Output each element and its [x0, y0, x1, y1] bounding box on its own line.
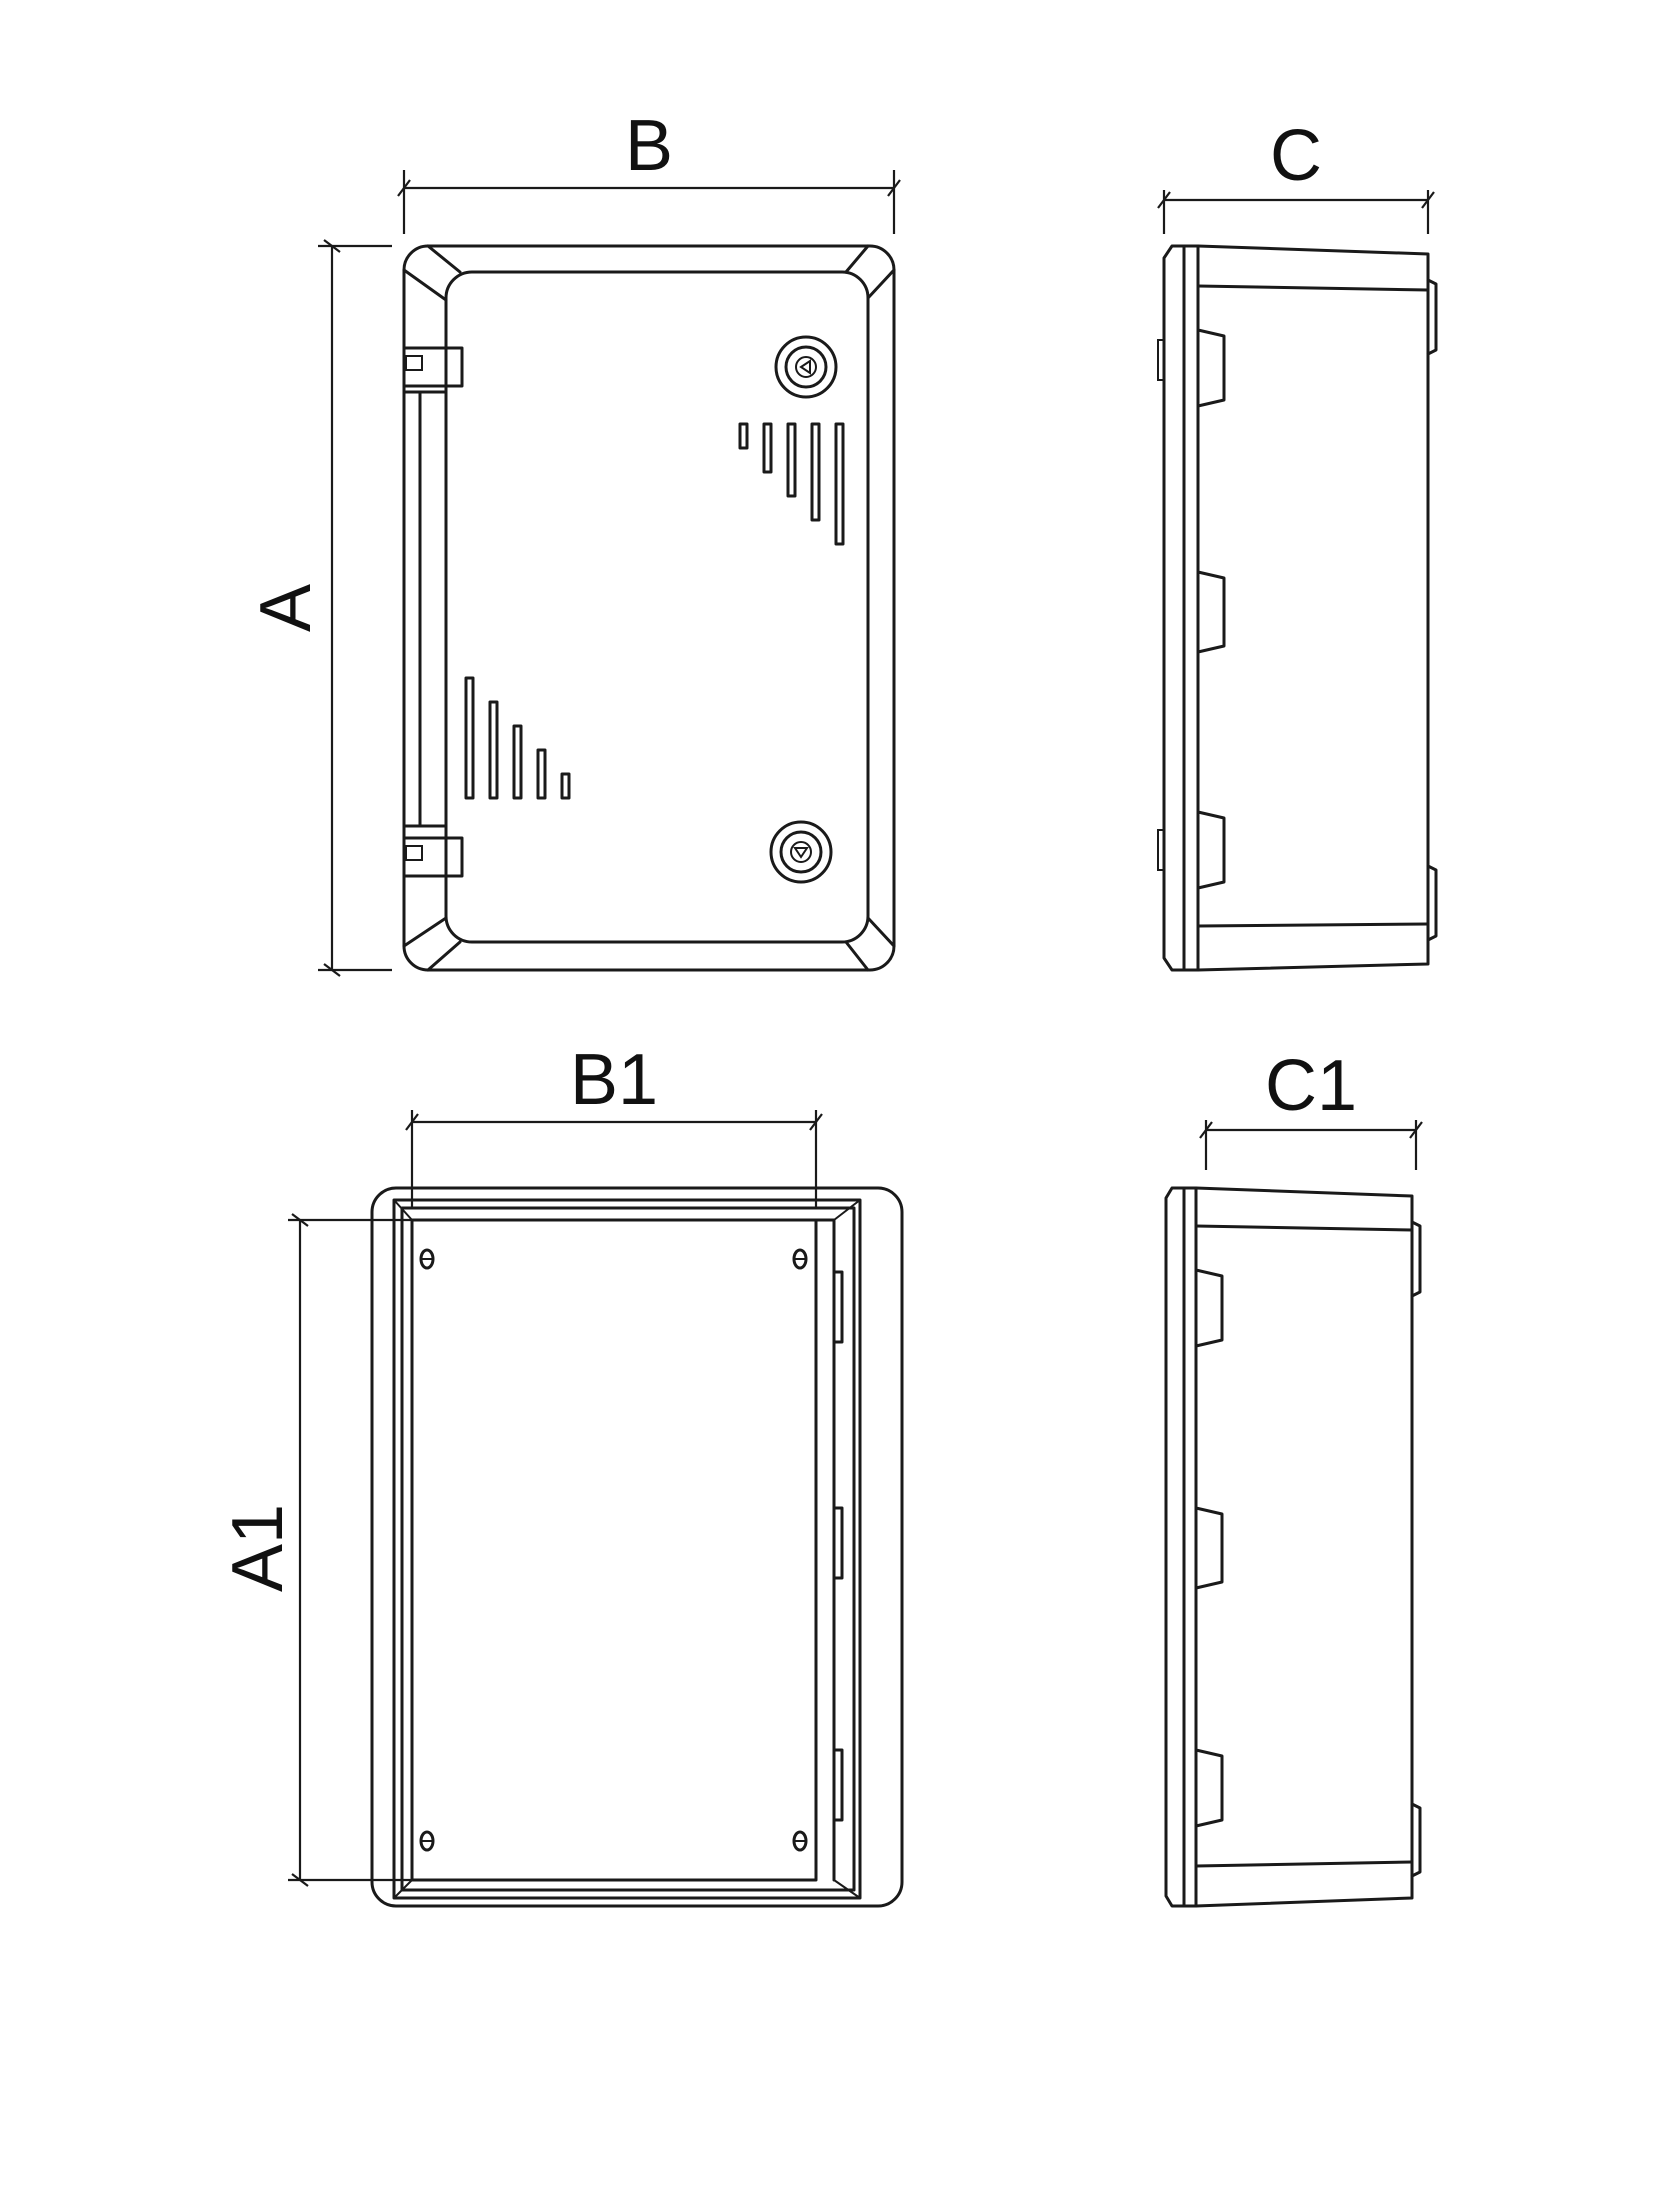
- dimension-c1: C1: [1199, 1046, 1423, 1170]
- side-view-2: [1164, 1186, 1422, 1908]
- dimension-a1: A1: [218, 1213, 412, 1887]
- front-view: [402, 244, 896, 972]
- label-b: B: [625, 106, 673, 186]
- lock-icon-top: [774, 335, 838, 399]
- label-c1: C1: [1265, 1046, 1357, 1126]
- dimension-a: A: [246, 239, 392, 977]
- lock-icon-bottom: [769, 820, 833, 884]
- label-c: C: [1270, 116, 1322, 196]
- label-b1: B1: [570, 1040, 658, 1120]
- label-a: A: [246, 584, 326, 632]
- label-a1: A1: [218, 1504, 298, 1592]
- dimension-b: B: [397, 106, 901, 234]
- dimension-c: C: [1157, 116, 1435, 234]
- side-view: [1157, 244, 1438, 972]
- dimension-b1: B1: [405, 1040, 823, 1208]
- back-view: [370, 1186, 904, 1908]
